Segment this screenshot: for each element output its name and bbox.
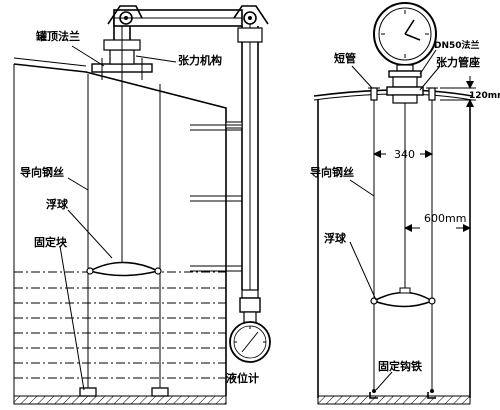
short-pipe-label: 短管 — [334, 51, 356, 65]
tank-wall-right — [313, 89, 473, 405]
right-view: DN50法兰 短管 张力管座 120mm 340 导向钢丝 600mm 浮球 固… — [310, 2, 500, 405]
tank-wall-left — [13, 57, 227, 405]
level-gauge-label: 液位计 — [226, 371, 259, 385]
liquid-surface — [14, 271, 226, 379]
dimension-radius — [404, 224, 471, 232]
dimension-height — [440, 76, 476, 112]
float-right — [370, 287, 436, 308]
fixed-hook — [369, 389, 436, 399]
tension-seat-label: 张力管座 — [436, 55, 480, 69]
guide-wire-label-left: 导向钢丝 — [20, 165, 64, 179]
leader-lines-left — [59, 45, 177, 391]
top-flange-label: 罐顶法兰 — [35, 29, 80, 43]
leader-lines-right — [349, 49, 441, 391]
top-gauge — [373, 2, 437, 66]
float-label-right: 浮球 — [324, 231, 347, 245]
dim-span-label: 340 — [394, 148, 415, 161]
fixed-hook-label: 固定钩铁 — [378, 359, 422, 373]
dim-height-label: 120mm — [469, 91, 500, 101]
level-gauge — [229, 289, 271, 363]
float-label-left: 浮球 — [46, 197, 69, 211]
guide-wire-label-right: 导向钢丝 — [310, 165, 354, 179]
guide-wire-left — [87, 74, 161, 394]
fixed-block-left — [79, 387, 169, 397]
flange-assembly — [368, 64, 438, 104]
float-left — [86, 256, 162, 277]
fixed-block-label: 固定块 — [34, 235, 68, 249]
guide-wire-right — [373, 100, 433, 392]
dn50-flange-label: DN50法兰 — [434, 39, 480, 51]
left-view: 罐顶法兰 张力机构 导向钢丝 浮球 固定块 液位计 — [13, 5, 271, 405]
dim-radius-label: 600mm — [424, 212, 466, 225]
tension-mechanism — [107, 5, 269, 295]
tension-mechanism-label: 张力机构 — [178, 53, 222, 67]
